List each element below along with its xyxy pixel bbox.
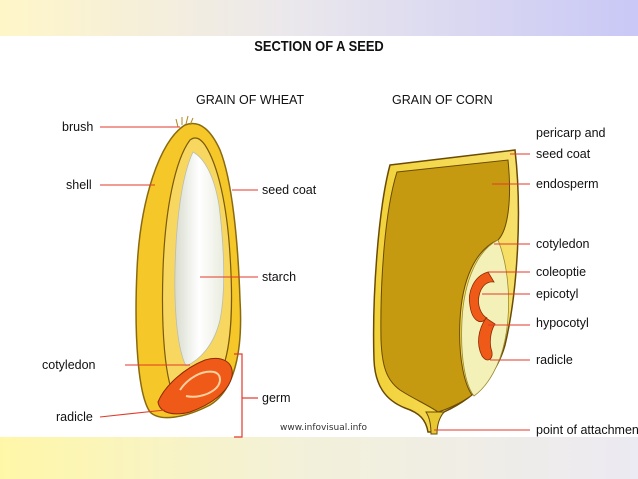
corn-leader-lines	[434, 153, 530, 431]
corn-label-pericarp-line1: pericarp and	[536, 126, 606, 140]
bottom-gradient-band	[0, 437, 638, 479]
wheat-label-starch: starch	[262, 270, 296, 284]
wheat-label-germ: germ	[262, 391, 290, 405]
germ-bracket	[234, 353, 258, 438]
corn-grain	[372, 149, 520, 435]
corn-label-pericarp-line2: seed coat	[536, 147, 591, 161]
corn-label-radicle: radicle	[536, 353, 573, 367]
wheat-label-cotyledon: cotyledon	[42, 358, 96, 372]
wheat-label-radicle: radicle	[56, 410, 93, 424]
corn-hypocotyl	[478, 317, 496, 361]
corn-label-endosperm: endosperm	[536, 177, 599, 191]
wheat-label-seed-coat: seed coat	[262, 183, 317, 197]
corn-attachment-point	[425, 411, 446, 435]
wheat-heading: GRAIN OF WHEAT	[196, 93, 304, 107]
wheat-leader-lines	[99, 126, 258, 418]
diagram-title: SECTION OF A SEED	[254, 38, 384, 55]
corn-label-coleoptie: coleoptie	[536, 265, 586, 279]
corn-label-point-of-attachment: point of attachment	[536, 423, 638, 437]
wheat-germ-detail	[179, 370, 221, 398]
corn-label-hypocotyl: hypocotyl	[536, 316, 589, 330]
top-gradient-band	[0, 0, 638, 36]
wheat-brush	[175, 115, 194, 128]
wheat-grain	[135, 115, 242, 419]
wheat-label-brush: brush	[62, 120, 93, 134]
corn-label-cotyledon: cotyledon	[536, 237, 590, 251]
source-credit: www.infovisual.info	[280, 423, 367, 433]
wheat-label-shell: shell	[66, 178, 92, 192]
corn-coleoptile	[468, 271, 495, 322]
corn-heading: GRAIN OF CORN	[392, 93, 493, 107]
wheat-starch	[174, 151, 225, 367]
corn-label-epicotyl: epicotyl	[536, 287, 578, 301]
